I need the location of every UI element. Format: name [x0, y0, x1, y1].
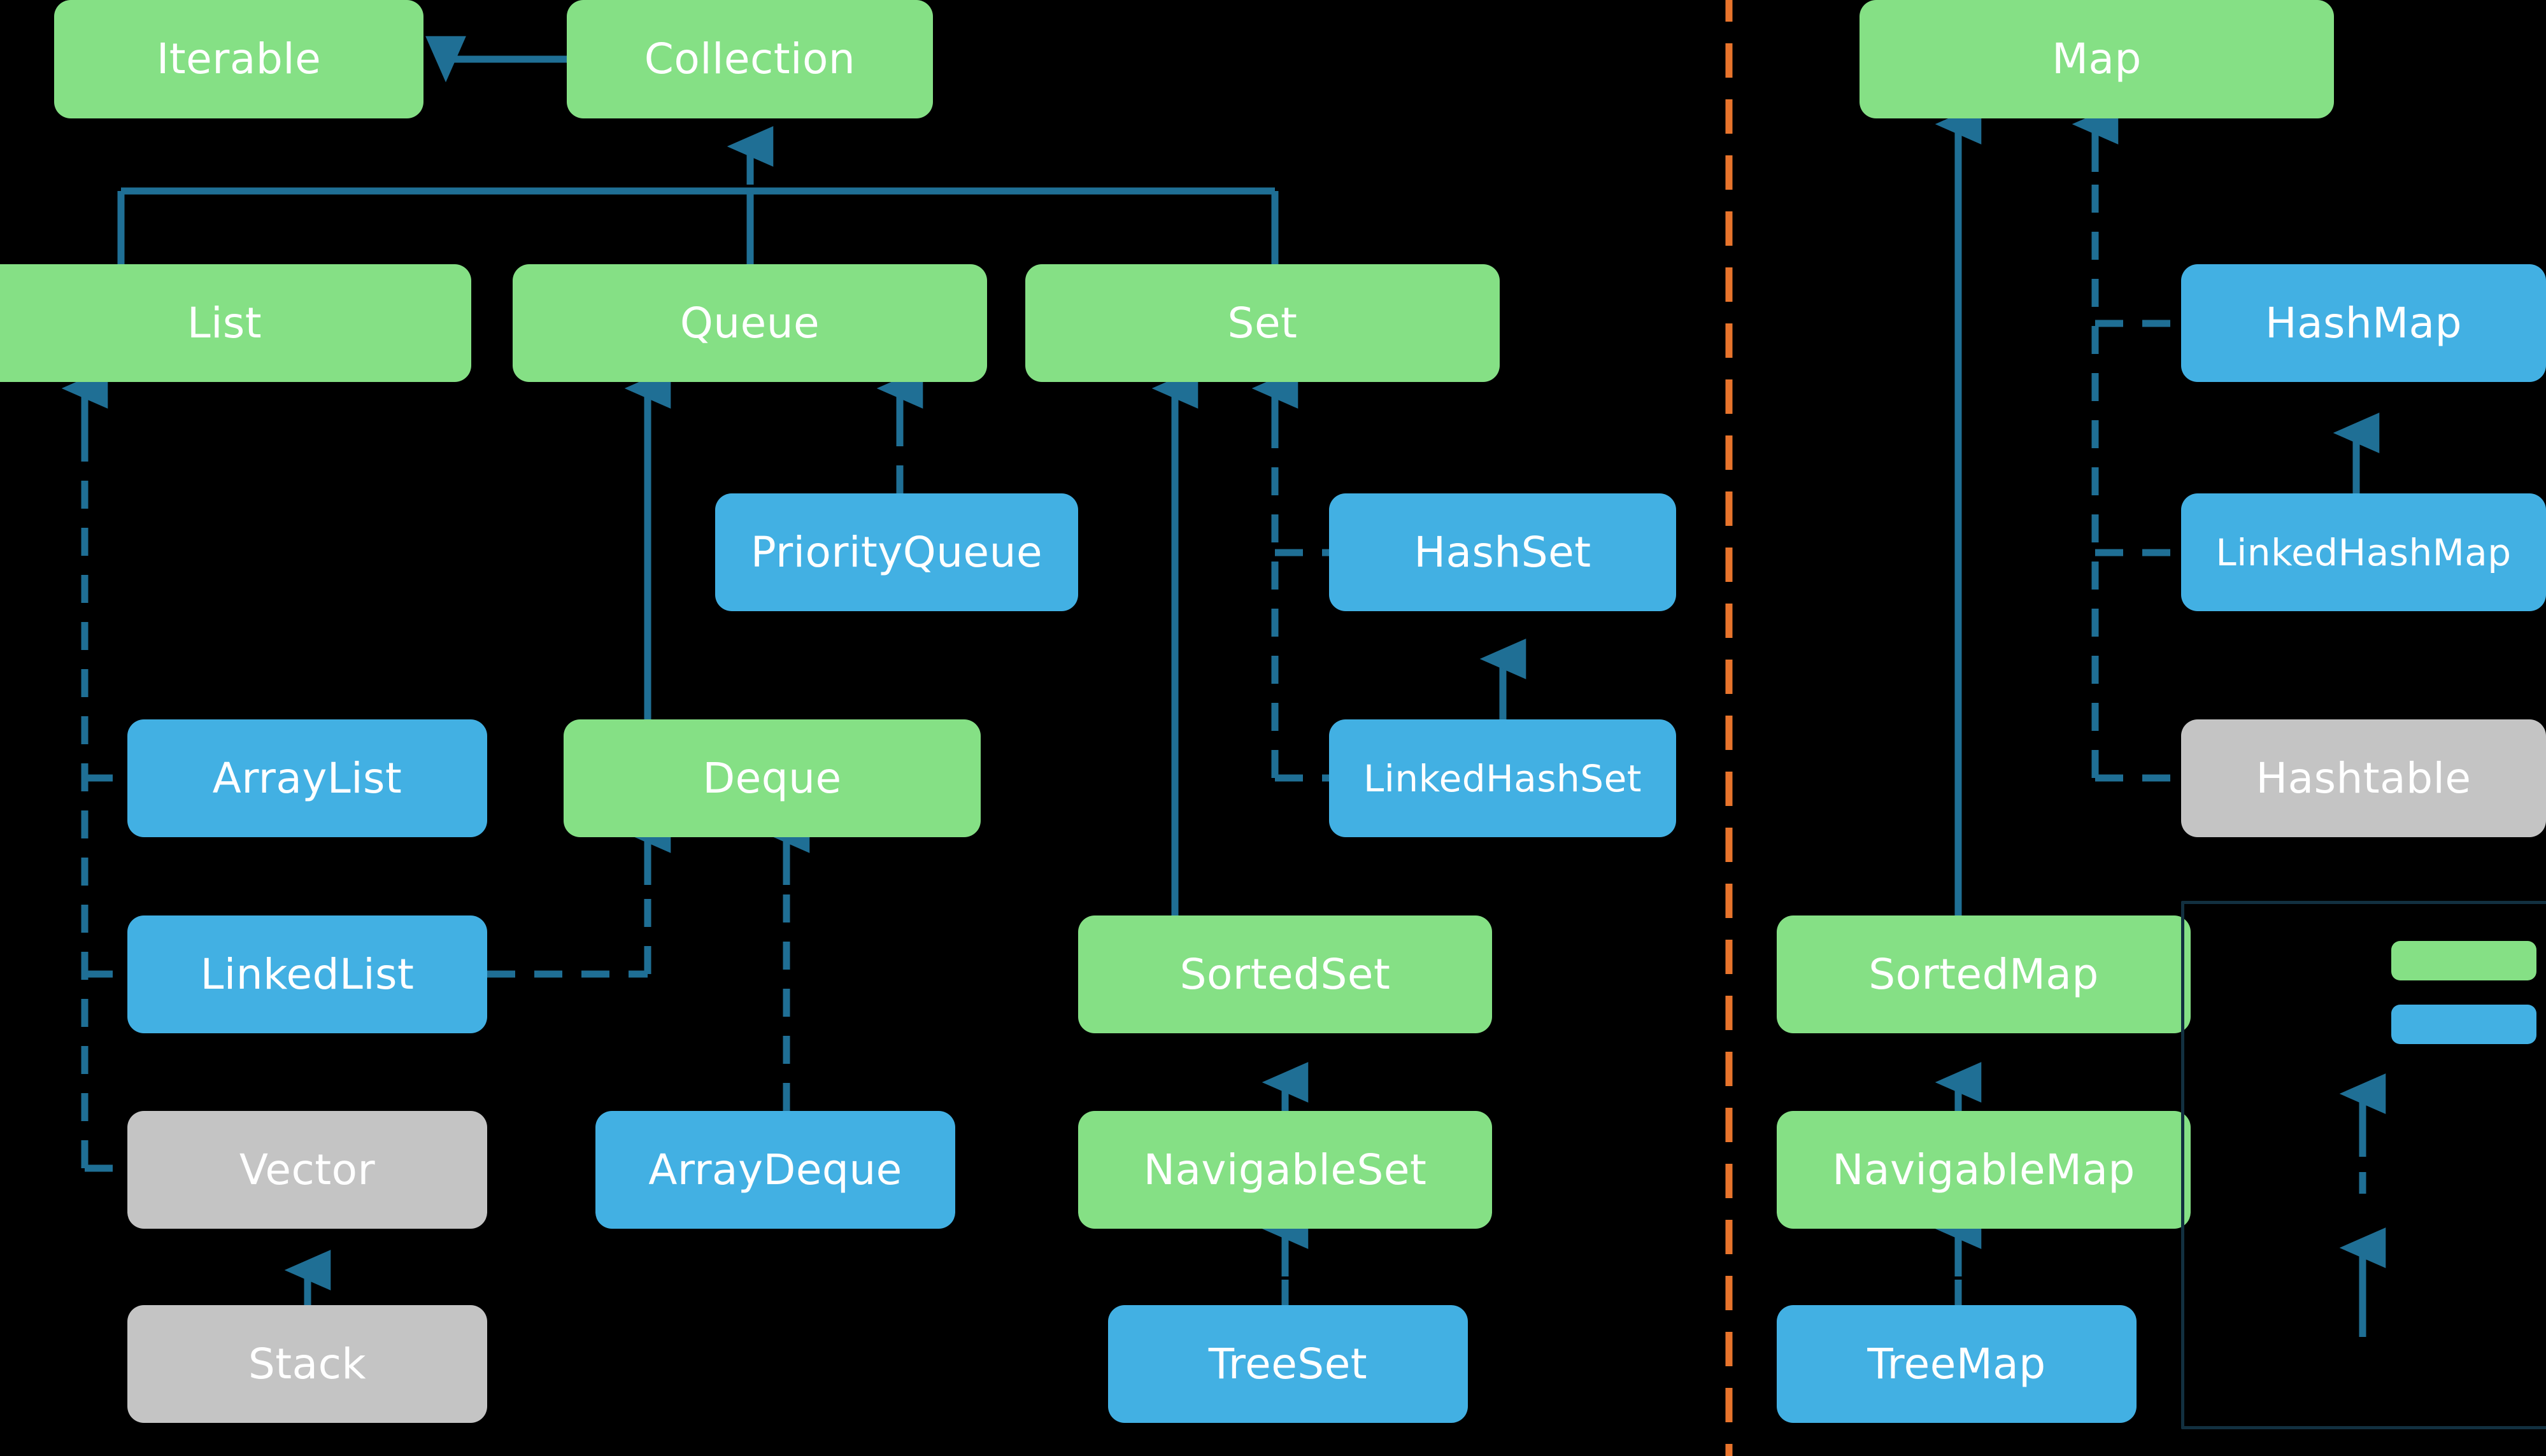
edge-map-implementors-bus	[2091, 172, 2181, 782]
node-label: Set	[1227, 298, 1298, 348]
node-hashset[interactable]: HashSet	[1329, 493, 1676, 611]
edge-hashset-bus	[1271, 439, 1329, 782]
node-priorityqueue[interactable]: PriorityQueue	[715, 493, 1078, 611]
node-label: List	[187, 298, 262, 348]
node-navigableset[interactable]: NavigableSet	[1078, 1111, 1492, 1229]
node-label: SortedMap	[1868, 949, 2099, 999]
node-hashmap[interactable]: HashMap	[2181, 264, 2546, 382]
node-treeset[interactable]: TreeSet	[1108, 1305, 1468, 1423]
node-label: SortedSet	[1179, 949, 1391, 999]
node-arraylist[interactable]: ArrayList	[127, 719, 487, 837]
node-label: LinkedHashSet	[1363, 756, 1642, 800]
legend-box	[2181, 901, 2546, 1429]
edge-collection-bus	[117, 126, 1279, 264]
node-collection[interactable]: Collection	[567, 0, 933, 118]
node-label: Deque	[702, 753, 842, 803]
node-stack[interactable]: Stack	[127, 1305, 487, 1423]
legend-implementation-swatch	[2391, 1005, 2536, 1044]
node-navigablemap[interactable]: NavigableMap	[1777, 1111, 2191, 1229]
node-arraydeque[interactable]: ArrayDeque	[595, 1111, 955, 1229]
node-label: HashMap	[2265, 298, 2463, 348]
node-label: NavigableMap	[1832, 1145, 2135, 1194]
node-list[interactable]: List	[0, 264, 471, 382]
node-linkedlist[interactable]: LinkedList	[127, 915, 487, 1033]
node-label: Stack	[248, 1339, 367, 1389]
node-label: LinkedList	[200, 949, 415, 999]
node-queue[interactable]: Queue	[513, 264, 987, 382]
node-label: Collection	[644, 34, 856, 83]
node-label: Hashtable	[2256, 753, 2471, 803]
legend-interface-swatch	[2391, 941, 2536, 980]
node-set[interactable]: Set	[1025, 264, 1500, 382]
node-vector[interactable]: Vector	[127, 1111, 487, 1229]
node-iterable[interactable]: Iterable	[54, 0, 423, 118]
node-linkedhashset[interactable]: LinkedHashSet	[1329, 719, 1676, 837]
node-linkedhashmap[interactable]: LinkedHashMap	[2181, 493, 2546, 611]
node-label: ArrayDeque	[648, 1145, 902, 1194]
node-label: TreeMap	[1867, 1339, 2046, 1389]
node-label: Iterable	[156, 34, 322, 83]
node-label: PriorityQueue	[750, 527, 1043, 577]
node-label: NavigableSet	[1143, 1145, 1427, 1194]
node-label: Queue	[679, 298, 820, 348]
node-label: LinkedHashMap	[2215, 530, 2512, 574]
edge-list-implementors	[81, 439, 127, 1172]
node-sortedmap[interactable]: SortedMap	[1777, 915, 2191, 1033]
node-label: TreeSet	[1208, 1339, 1368, 1389]
node-label: Map	[2052, 34, 2142, 83]
edge-linkedlist-to-deque	[487, 885, 651, 978]
node-hashtable[interactable]: Hashtable	[2181, 719, 2546, 837]
node-label: ArrayList	[212, 753, 402, 803]
node-label: Vector	[239, 1145, 376, 1194]
node-label: HashSet	[1414, 527, 1591, 577]
node-treemap[interactable]: TreeMap	[1777, 1305, 2137, 1423]
node-deque[interactable]: Deque	[564, 719, 981, 837]
node-sortedset[interactable]: SortedSet	[1078, 915, 1492, 1033]
node-map[interactable]: Map	[1860, 0, 2334, 118]
